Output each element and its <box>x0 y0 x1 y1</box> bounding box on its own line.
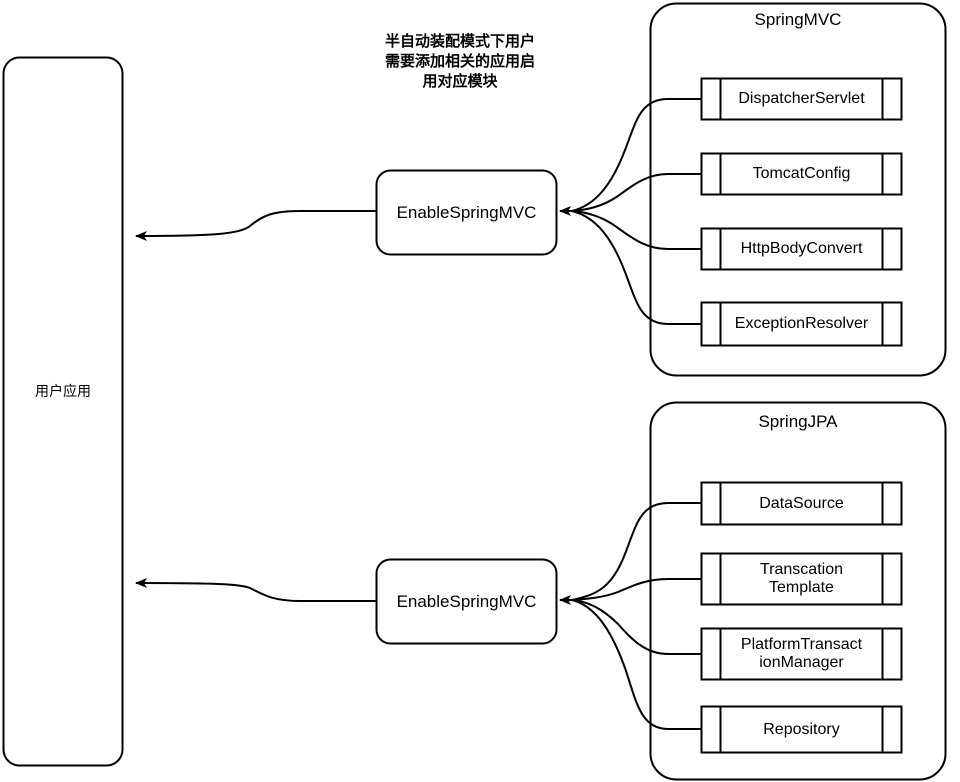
annotation-note: 半自动装配模式下用户 需要添加相关的应用启 用对应模块 <box>384 32 535 91</box>
module-shape-repository <box>700 705 903 754</box>
module-shape-transcation-template <box>700 552 903 606</box>
connector-repository <box>571 599 701 730</box>
connector-exception-resolver <box>571 210 701 325</box>
enable-springmvc-box-bottom <box>375 558 558 645</box>
connector-tomcat-config <box>571 173 701 212</box>
connector-transcation-template <box>571 578 701 601</box>
springjpa-container-title: SpringJPA <box>758 412 838 432</box>
connector-http-body-convert <box>571 210 701 250</box>
enable-springmvc-box-top <box>375 169 558 256</box>
module-shape-data-source <box>700 481 903 526</box>
connector-platform-transaction-manager <box>571 599 701 655</box>
connector-enable-springmvc-top-to-user-app <box>135 210 376 241</box>
module-shape-exception-resolver <box>700 301 903 347</box>
springmvc-container-title: SpringMVC <box>754 10 842 30</box>
springjpa-container <box>649 401 947 781</box>
enable-springmvc-label-top: EnableSpringMVC <box>396 202 537 222</box>
module-shape-platform-transaction-manager <box>700 627 903 681</box>
module-label-http-body-convert: HttpBodyConvert <box>740 240 863 258</box>
module-label-platform-transaction-manager: PlatformTransact ionManager <box>740 636 863 671</box>
module-label-tomcat-config: TomcatConfig <box>752 165 851 183</box>
module-shape-dispatcher-servlet <box>700 77 903 121</box>
user-application-panel <box>2 56 124 767</box>
module-shape-tomcat-config <box>700 152 903 196</box>
enable-springmvc-label-bottom: EnableSpringMVC <box>396 591 537 611</box>
user-application-label: 用户应用 <box>35 383 91 400</box>
module-label-exception-resolver: ExceptionResolver <box>734 315 869 333</box>
module-label-data-source: DataSource <box>759 494 844 512</box>
module-label-dispatcher-servlet: DispatcherServlet <box>738 90 865 108</box>
module-label-repository: Repository <box>763 720 840 738</box>
connector-dispatcher-servlet <box>571 98 701 212</box>
connector-enable-springmvc-bottom-to-user-app <box>135 578 376 602</box>
connector-data-source <box>571 502 701 601</box>
module-label-transcation-template: Transcation Template <box>760 561 843 596</box>
module-shape-http-body-convert <box>700 227 903 271</box>
springmvc-container <box>649 2 947 377</box>
